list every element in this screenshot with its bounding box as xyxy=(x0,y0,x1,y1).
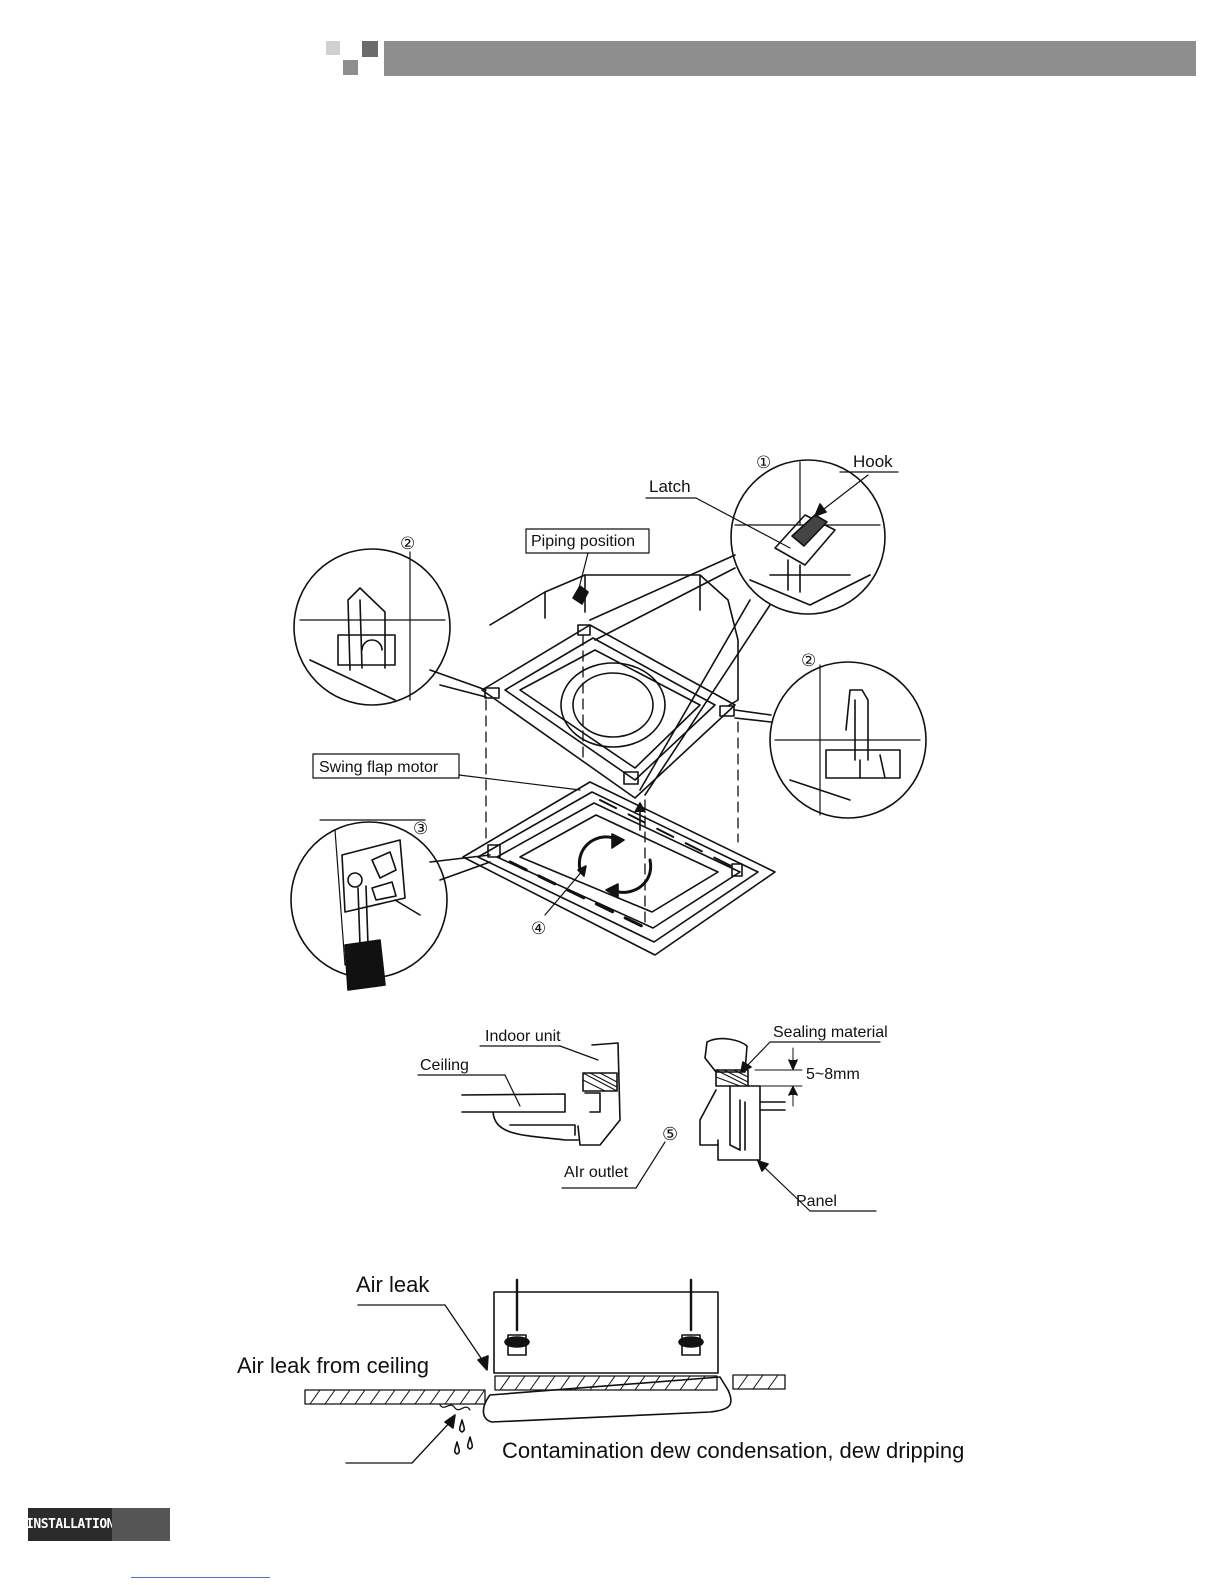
footer-link-underline xyxy=(131,1577,270,1578)
callout-1: ① xyxy=(756,453,771,472)
label-gap: 5~8mm xyxy=(806,1066,860,1083)
label-latch: Latch xyxy=(649,477,691,496)
label-panel: Panel xyxy=(796,1193,837,1210)
callout-2-right: ② xyxy=(801,651,816,670)
section-tag: INSTALLATION xyxy=(28,1508,170,1541)
callout-3: ③ xyxy=(413,819,428,838)
label-air-leak-from-ceiling: Air leak from ceiling xyxy=(237,1353,429,1378)
section-tag-block xyxy=(112,1508,170,1541)
figure-cross-section xyxy=(462,1039,785,1160)
label-ceiling: Ceiling xyxy=(420,1057,469,1074)
label-air-outlet: AIr outlet xyxy=(564,1164,629,1181)
callout-5: ⑤ xyxy=(662,1124,678,1144)
callout-4: ④ xyxy=(531,919,546,938)
label-air-leak: Air leak xyxy=(356,1272,430,1297)
section-tag-label: INSTALLATION xyxy=(28,1508,112,1541)
label-hook: Hook xyxy=(853,452,893,471)
label-indoor-unit: Indoor unit xyxy=(485,1028,561,1045)
label-piping-position: Piping position xyxy=(531,533,635,550)
label-sealing-material: Sealing material xyxy=(773,1024,888,1041)
label-dew-condensation: Contamination dew condensation, dew drip… xyxy=(502,1438,964,1463)
callout-2-left: ② xyxy=(400,534,415,553)
label-swing-flap-motor: Swing flap motor xyxy=(319,759,439,776)
